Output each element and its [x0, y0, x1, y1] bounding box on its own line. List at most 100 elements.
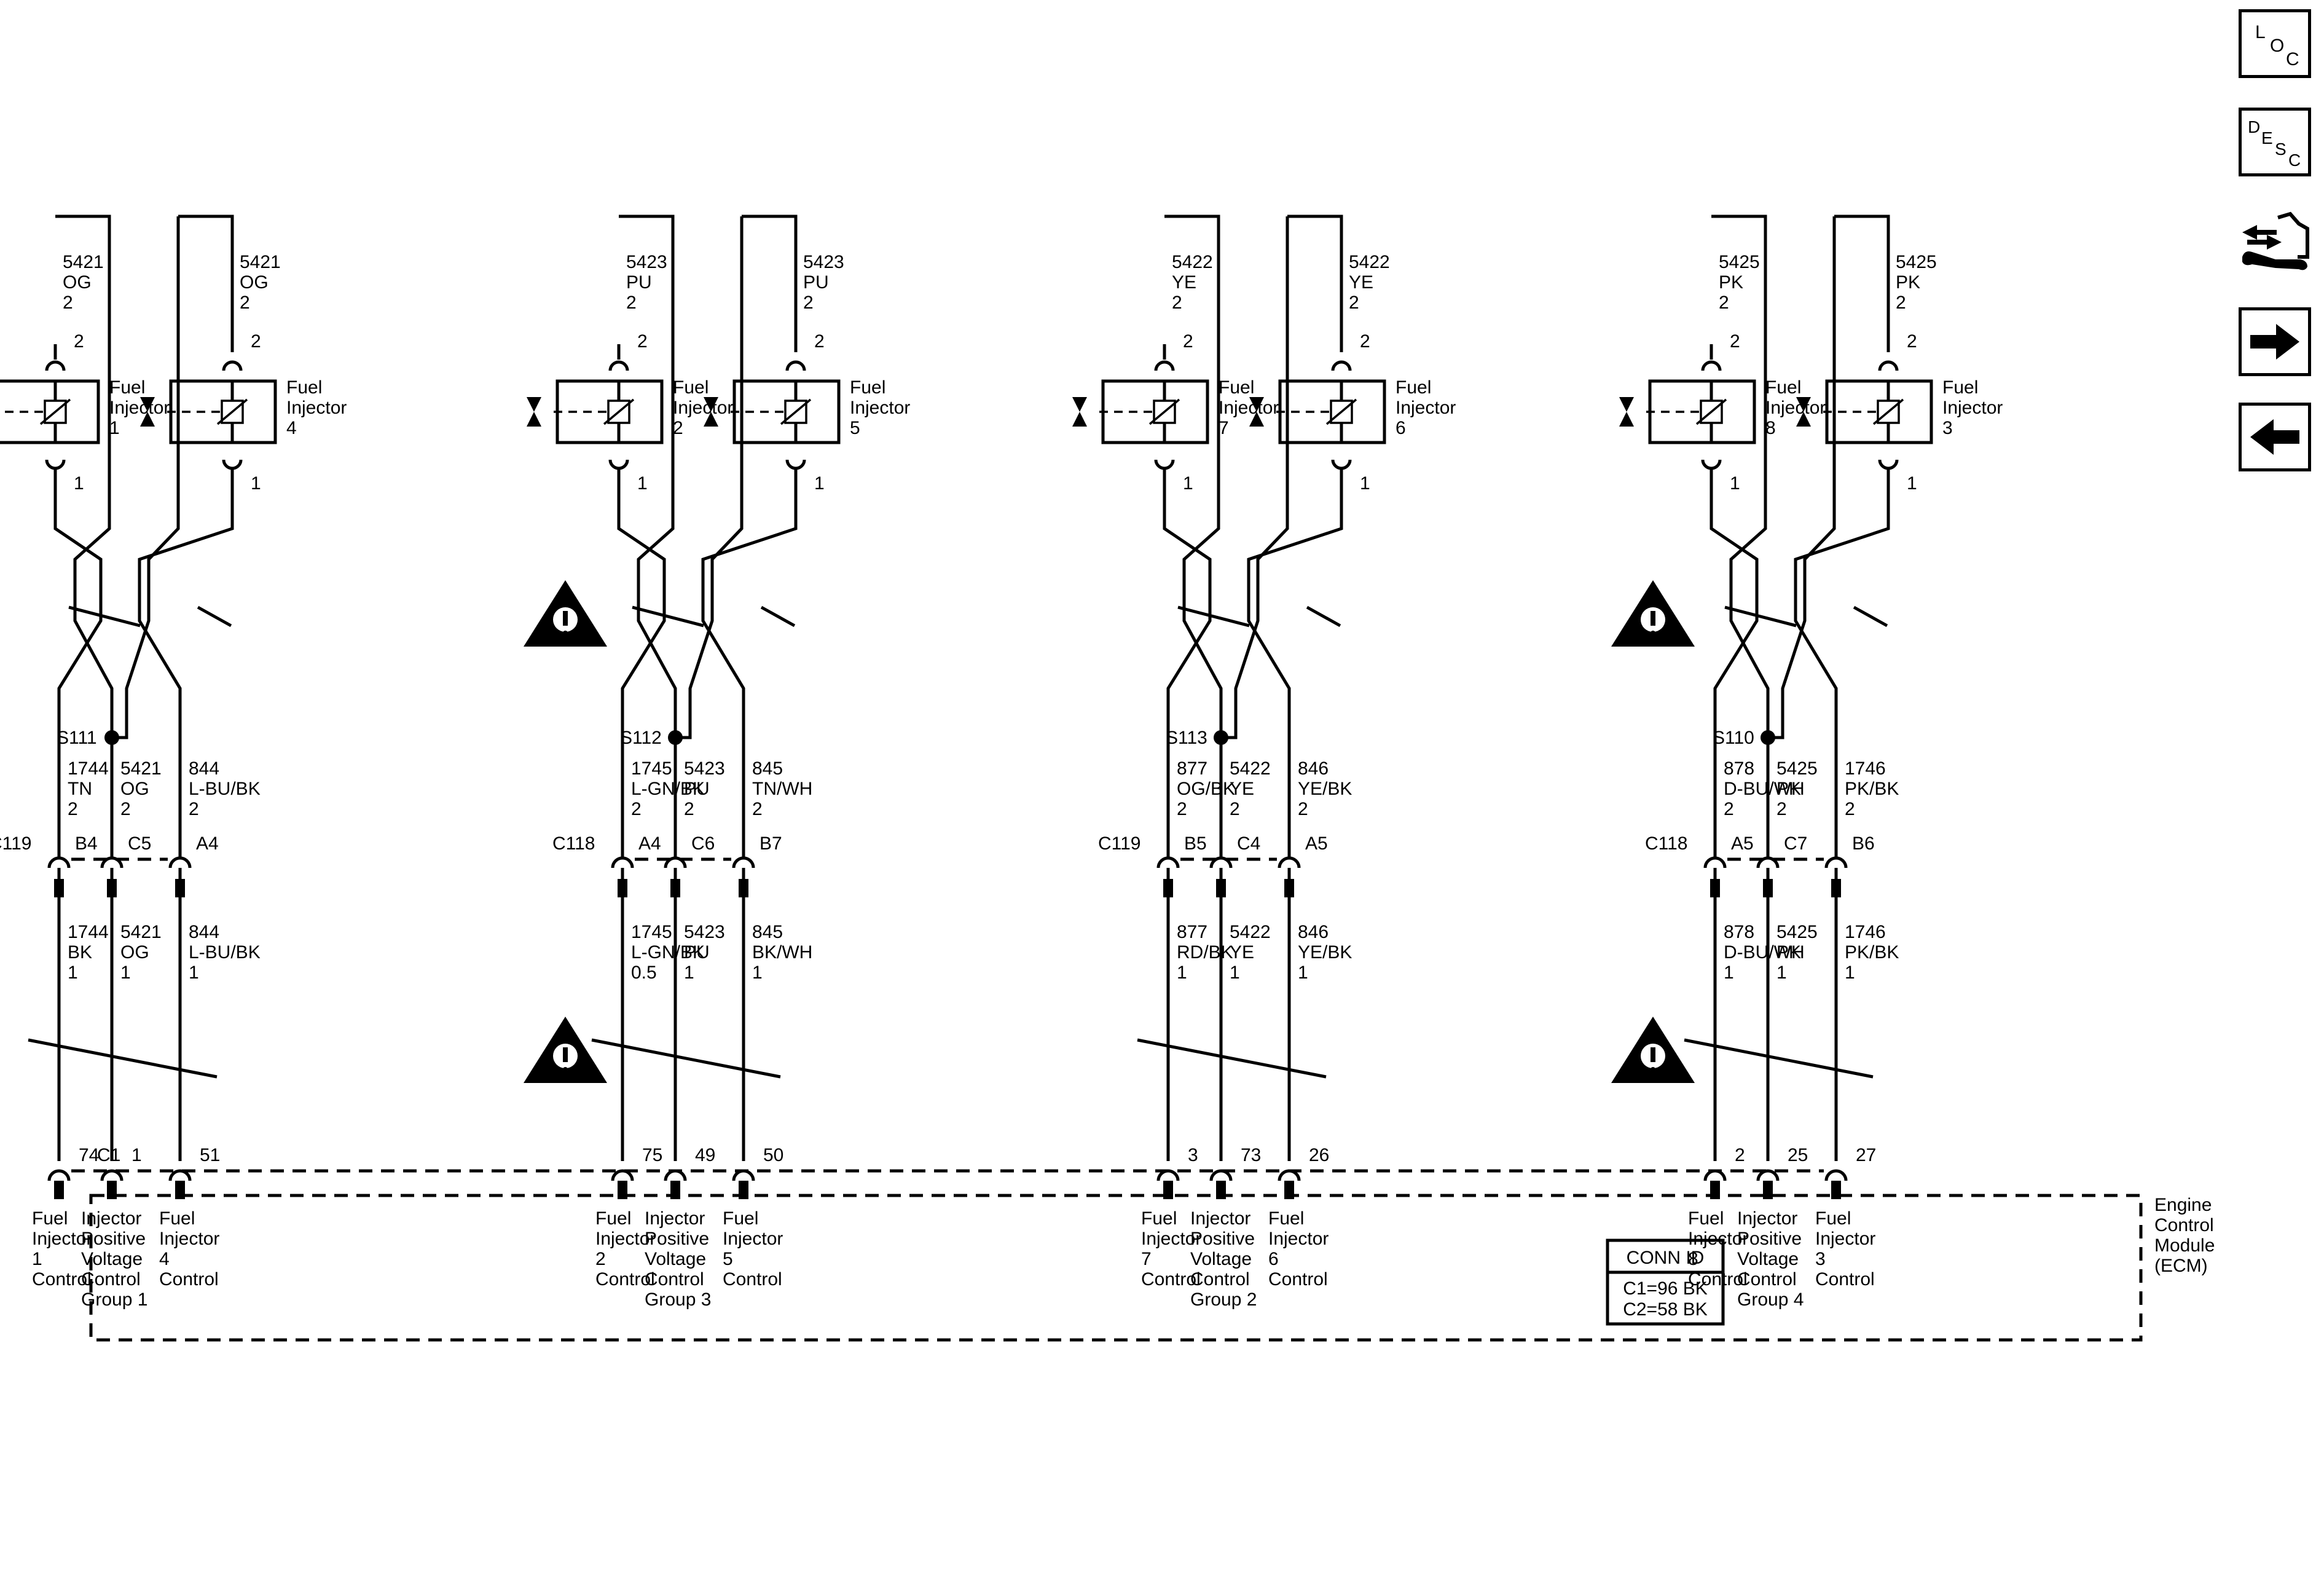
- lower-wire-label-line-1: L-BU/BK: [189, 942, 261, 963]
- injector-name-line-2: 3: [1942, 418, 1953, 438]
- pin-hood: [1154, 360, 1175, 371]
- lower-wire-label-line-1: BK: [68, 942, 92, 963]
- ecm-function-label-line-1: Injector: [1815, 1229, 1875, 1249]
- lower-wire-label-line-1: PU: [684, 942, 710, 963]
- ecm-pin-label: 25: [1788, 1145, 1808, 1165]
- description-button[interactable]: D E S C: [2239, 108, 2311, 176]
- injector-circuit-line-0: 5423: [626, 252, 667, 272]
- injector-circuit-line-1: PK: [1719, 272, 1743, 293]
- lower-wire-label-line-0: 877: [1177, 922, 1207, 942]
- ecm-function-label-line-1: Injector: [595, 1229, 656, 1249]
- ecm-function-label-line-4: Group 3: [645, 1290, 711, 1310]
- ecm-function-label-line-0: Fuel: [723, 1208, 758, 1229]
- connector-terminal: [664, 856, 687, 868]
- injector-name-line-1: Injector: [1942, 398, 2003, 418]
- ecm-module-name-line-2: Module: [2154, 1235, 2215, 1256]
- lower-wire-label-line-1: RD/BK: [1177, 942, 1233, 963]
- injector-circuit-line-1: PK: [1896, 272, 1920, 293]
- upper-wire-label-line-0: 5423: [684, 758, 725, 779]
- ecm-function-label-line-3: Control: [645, 1269, 704, 1290]
- injector-name-line-1: Injector: [1396, 398, 1456, 418]
- valve-icon: [1619, 397, 1634, 427]
- loc-letter-o: O: [2270, 36, 2284, 56]
- upper-wire-label-line-2: 2: [684, 799, 694, 819]
- injector-pin-bottom: 1: [74, 473, 84, 494]
- wire-injector-supply-b-top: [1287, 215, 1343, 352]
- lower-wire-label-line-0: 878: [1724, 922, 1754, 942]
- connector-terminal: [168, 856, 192, 868]
- connector-terminal: [1278, 856, 1301, 868]
- connector-pin-label: C5: [128, 833, 151, 854]
- pin-hood: [1878, 459, 1899, 470]
- splice-label: S111: [57, 728, 97, 748]
- injector-coil-slash: [1325, 398, 1357, 425]
- upper-wire-label-line-2: 2: [1177, 799, 1187, 819]
- ecm-function-label-line-3: Control: [1815, 1269, 1875, 1290]
- upper-wire-label-line-0: 1745: [631, 758, 672, 779]
- lower-wire-label-line-2: 1: [1776, 963, 1787, 983]
- lower-wire-label-line-0: 1746: [1845, 922, 1886, 942]
- ecm-function-label-line-2: 1: [32, 1249, 42, 1269]
- injector-coil-slash: [1148, 398, 1180, 425]
- injector-name-line-2: 7: [1219, 418, 1229, 438]
- ecm-function-label-line-1: Positive: [1190, 1229, 1255, 1249]
- ecm-function-label-line-3: Control: [1737, 1269, 1797, 1290]
- injector-circuit-line-2: 2: [1172, 293, 1182, 313]
- ecm-pin-label: 49: [695, 1145, 715, 1165]
- injector-coil-slash: [1695, 398, 1727, 425]
- injector-group: 21FuelInjector75422YE221FuelInjector6542…: [1072, 215, 1456, 1310]
- location-button[interactable]: L O C: [2239, 9, 2311, 78]
- valve-icon: [1796, 397, 1811, 427]
- arrow-right-icon: [2250, 324, 2299, 360]
- upper-wire-label-line-2: 2: [752, 799, 763, 819]
- connector-terminal-pin: [618, 879, 627, 897]
- ecm-function-label-line-4: Group 2: [1190, 1290, 1257, 1310]
- injector-name-line-0: Fuel: [850, 377, 885, 398]
- injector-circuit-line-1: PU: [803, 272, 829, 293]
- next-page-button[interactable]: [2239, 307, 2311, 376]
- wire-injector-supply-a: [1164, 215, 1223, 738]
- conn-id-line: C1=96 BK: [1623, 1278, 1708, 1299]
- conn-id-title: CONN ID: [1627, 1248, 1705, 1268]
- connector-terminal: [1209, 856, 1233, 868]
- upper-wire-label-line-2: 2: [189, 799, 199, 819]
- injector-circuit-line-2: 2: [1719, 293, 1729, 313]
- warning-exclamation-icon: [1651, 631, 1655, 636]
- warning-exclamation-icon: [563, 1067, 568, 1072]
- injector-name-line-0: Fuel: [1219, 377, 1254, 398]
- ecm-function-label-line-3: Control: [32, 1269, 92, 1290]
- ecm-function-label-line-3: Control: [1268, 1269, 1328, 1290]
- connector-pin-label: B4: [75, 833, 98, 854]
- ecm-function-label-line-0: Injector: [1737, 1208, 1797, 1229]
- injector-name-line-1: Injector: [109, 398, 170, 418]
- ecm-function-label-line-2: 2: [595, 1249, 606, 1269]
- upper-wire-label-line-1: OG: [120, 779, 149, 799]
- pin-hood: [1331, 459, 1352, 470]
- ecm-terminal-pin: [1763, 1181, 1773, 1199]
- twist-marker: [632, 605, 704, 628]
- wire-control-left-upper: [617, 468, 666, 859]
- connector-terminal-pin: [1763, 879, 1773, 897]
- splice-dot: [104, 730, 119, 745]
- injector-circuit-line-2: 2: [63, 293, 73, 313]
- injector-pin-top: 2: [251, 331, 261, 352]
- connector-pin-label: A5: [1731, 833, 1754, 854]
- upper-wire-label-line-1: L-GN/BK: [631, 779, 705, 799]
- connector-pin-label: C6: [691, 833, 715, 854]
- lower-wire-label-line-0: 1745: [631, 922, 672, 942]
- injector-pin-bottom: 1: [251, 473, 261, 494]
- connector-tools-button[interactable]: [2239, 208, 2311, 277]
- ecm-function-label-line-0: Fuel: [32, 1208, 68, 1229]
- previous-page-button[interactable]: [2239, 403, 2311, 471]
- injector-name-line-0: Fuel: [109, 377, 145, 398]
- wire-injector-supply-b: [1221, 216, 1289, 739]
- lower-wire-label-line-1: D-BU/WH: [1724, 942, 1805, 963]
- connector-terminal-pin: [107, 879, 117, 897]
- splice-dot: [1761, 730, 1775, 745]
- ecm-function-label-line-0: Fuel: [159, 1208, 195, 1229]
- injector-name-line-1: Injector: [1765, 398, 1826, 418]
- conn-id-box: [1606, 1238, 1725, 1326]
- lower-wire-label-line-2: 1: [1230, 963, 1240, 983]
- upper-wire-label-line-0: 878: [1724, 758, 1754, 779]
